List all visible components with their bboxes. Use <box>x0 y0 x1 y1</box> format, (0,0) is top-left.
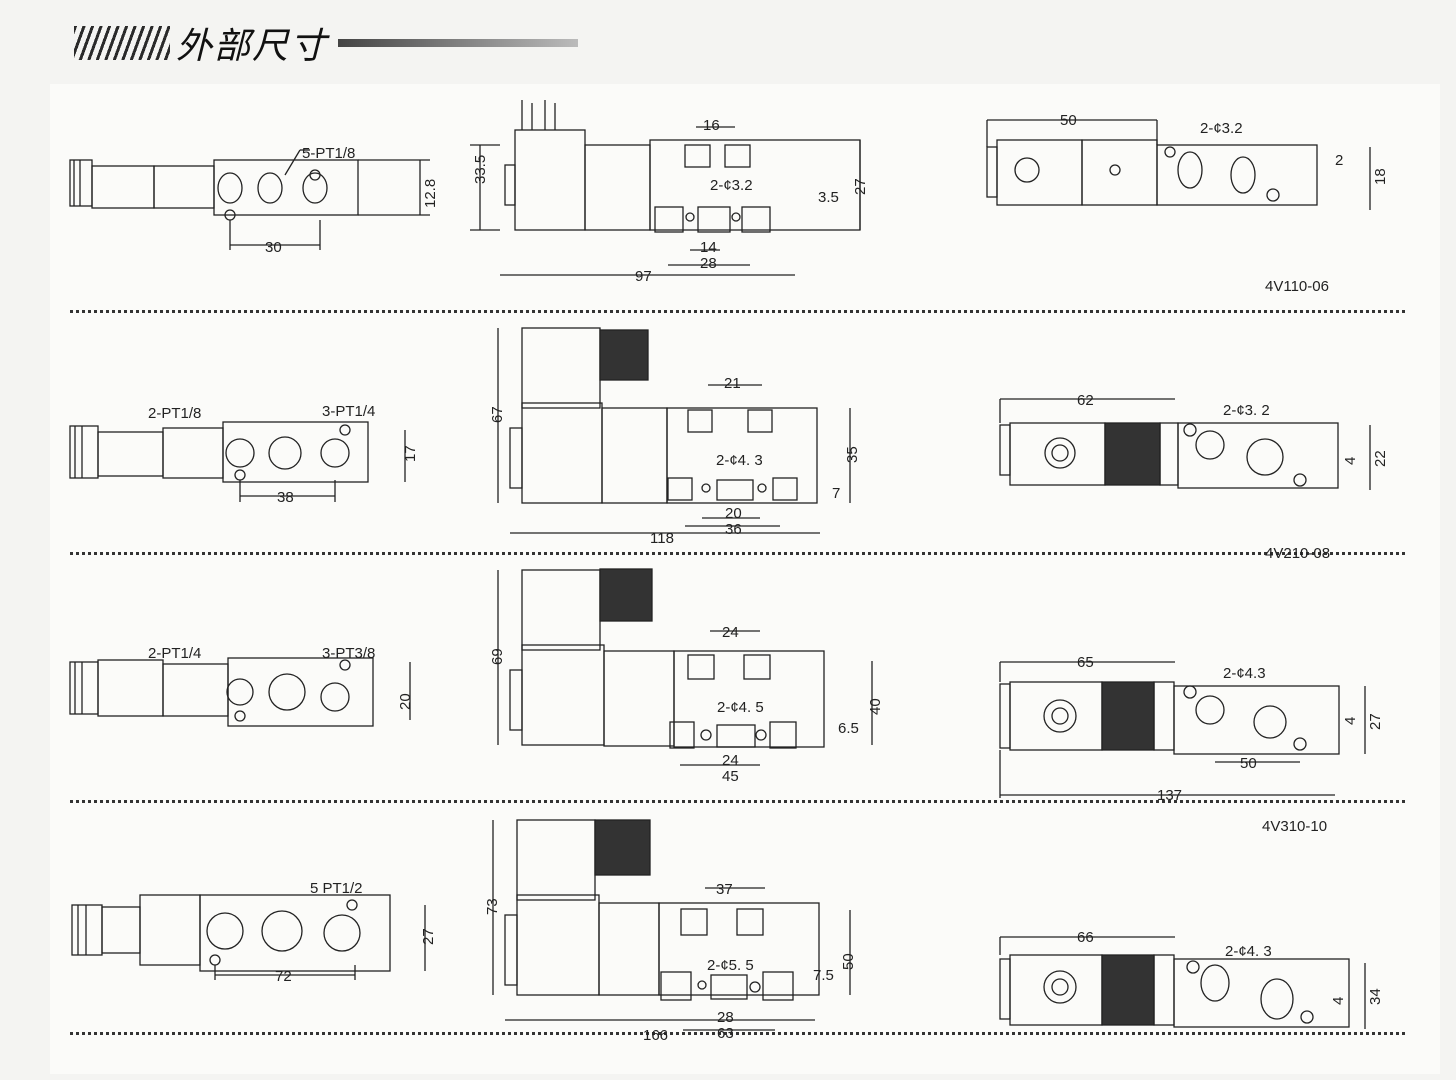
row3-side-view: 2-PT1/4 3-PT3/8 20 <box>69 645 414 727</box>
dim-pitch-outer: 28 <box>700 255 717 272</box>
dim-height: 27 <box>1367 713 1384 730</box>
dim-offset: 7 <box>832 485 840 502</box>
dim-offset: 4 <box>1342 457 1359 465</box>
dim-length: 166 <box>643 1027 668 1044</box>
dim-width: 66 <box>1077 929 1094 946</box>
mount-hole-label: 2-¢4.3 <box>1223 665 1266 682</box>
dim-top-pitch: 37 <box>716 881 733 898</box>
dim-pitch: 30 <box>265 239 282 256</box>
dim-pitch-inner: 24 <box>722 752 739 769</box>
dim-top-pitch: 16 <box>703 117 720 134</box>
port-label-b: 3-PT3/8 <box>322 645 375 662</box>
dim-height: 34 <box>1367 988 1384 1005</box>
row3-end-view: 65 2-¢4.3 4 27 50 137 <box>999 654 1384 804</box>
dim-pitch-inner: 14 <box>700 239 717 256</box>
row-separator <box>70 552 1405 555</box>
dim-pitch-inner: 28 <box>717 1009 734 1026</box>
dim-height: 18 <box>1372 168 1389 185</box>
dim-pitch: 38 <box>277 489 294 506</box>
dim-pitch-outer: 45 <box>722 768 739 785</box>
dim-offset: 3.5 <box>818 189 839 206</box>
port-label-a: 2-PT1/4 <box>148 645 201 662</box>
section-title: 外部尺寸 <box>176 26 329 67</box>
port-label-b: 3-PT1/4 <box>322 403 375 420</box>
dim-offset: 2 <box>1335 152 1343 169</box>
dim-length: 97 <box>635 268 652 285</box>
dim-offset: 4 <box>1330 997 1347 1005</box>
dim-height: 17 <box>402 445 419 462</box>
dim-body-height: 35 <box>844 446 861 463</box>
row4-front-view: 73 166 50 37 2-¢5. 5 28 63 7.5 <box>484 819 857 1044</box>
row1-side-view: 5-PT1/8 30 12.8 <box>69 145 439 256</box>
dim-pitch-outer: 63 <box>717 1025 734 1042</box>
row2-side-view: 2-PT1/8 3-PT1/4 38 17 <box>69 403 419 506</box>
model-number: 4V210-08 <box>1265 545 1331 562</box>
dim-width: 65 <box>1077 654 1094 671</box>
mount-hole-label: 2-¢4. 5 <box>717 699 764 716</box>
row4-side-view: 5 PT1/2 72 27 <box>71 880 437 985</box>
model-number: 4V310-10 <box>1262 818 1328 835</box>
dim-length: 118 <box>650 530 674 547</box>
mount-hole-label: 2-¢5. 5 <box>707 957 754 974</box>
dim-height: 33.5 <box>472 155 489 184</box>
dim-offset: 7.5 <box>813 967 834 984</box>
dim-height: 12.8 <box>422 179 439 208</box>
dim-length: 137 <box>1157 787 1182 804</box>
model-number: 4V110-06 <box>1265 278 1329 295</box>
port-label: 5-PT1/8 <box>302 145 355 162</box>
dim-top-pitch: 24 <box>722 624 739 641</box>
mount-hole-label: 2-¢3.2 <box>1200 120 1243 137</box>
row3-front-view: 69 40 24 2-¢4. 5 24 45 6.5 <box>489 568 880 785</box>
row1-front-view: 33.5 97 27 16 2-¢3.2 14 28 3.5 <box>470 100 869 285</box>
dim-height: 73 <box>484 898 501 915</box>
dim-height: 22 <box>1372 450 1389 467</box>
port-label-a: 2-PT1/8 <box>148 405 201 422</box>
header-bar-decoration <box>338 39 579 47</box>
row2-end-view: 62 2-¢3. 2 4 22 <box>999 392 1389 490</box>
mount-hole-label: 2-¢3.2 <box>710 177 753 194</box>
row-separator <box>70 310 1405 313</box>
mount-hole-label: 2-¢3. 2 <box>1223 402 1270 419</box>
dim-width: 62 <box>1077 392 1094 409</box>
row1-end-view: 50 2-¢3.2 2 18 <box>986 112 1389 210</box>
dim-body-height: 27 <box>852 178 869 195</box>
row-separator <box>70 1032 1405 1035</box>
dim-pitch: 72 <box>275 968 292 985</box>
mount-hole-label: 2-¢4. 3 <box>1225 943 1272 960</box>
section-header: 外部尺寸 <box>74 18 579 68</box>
dim-top-pitch: 21 <box>724 375 741 392</box>
port-label: 5 PT1/2 <box>310 880 363 897</box>
dim-body-height: 50 <box>840 953 857 970</box>
dim-width: 50 <box>1060 112 1077 129</box>
dim-offset: 4 <box>1342 717 1359 725</box>
dim-height: 69 <box>489 648 506 665</box>
dim-height: 27 <box>420 928 437 945</box>
dim-pitch: 50 <box>1240 755 1257 772</box>
header-hatch-decoration <box>74 26 170 60</box>
mount-hole-label: 2-¢4. 3 <box>716 452 763 469</box>
row2-front-view: 67 118 35 21 2-¢4. 3 20 36 7 <box>489 327 861 547</box>
row-separator <box>70 800 1405 803</box>
dim-height: 67 <box>489 406 506 423</box>
row4-end-view: 66 2-¢4. 3 4 34 <box>999 929 1384 1029</box>
dim-body-height: 40 <box>867 698 880 715</box>
dim-height: 20 <box>397 693 414 710</box>
dim-offset: 6.5 <box>838 720 859 737</box>
dim-pitch-outer: 36 <box>725 521 742 538</box>
dim-pitch-inner: 20 <box>725 505 742 522</box>
